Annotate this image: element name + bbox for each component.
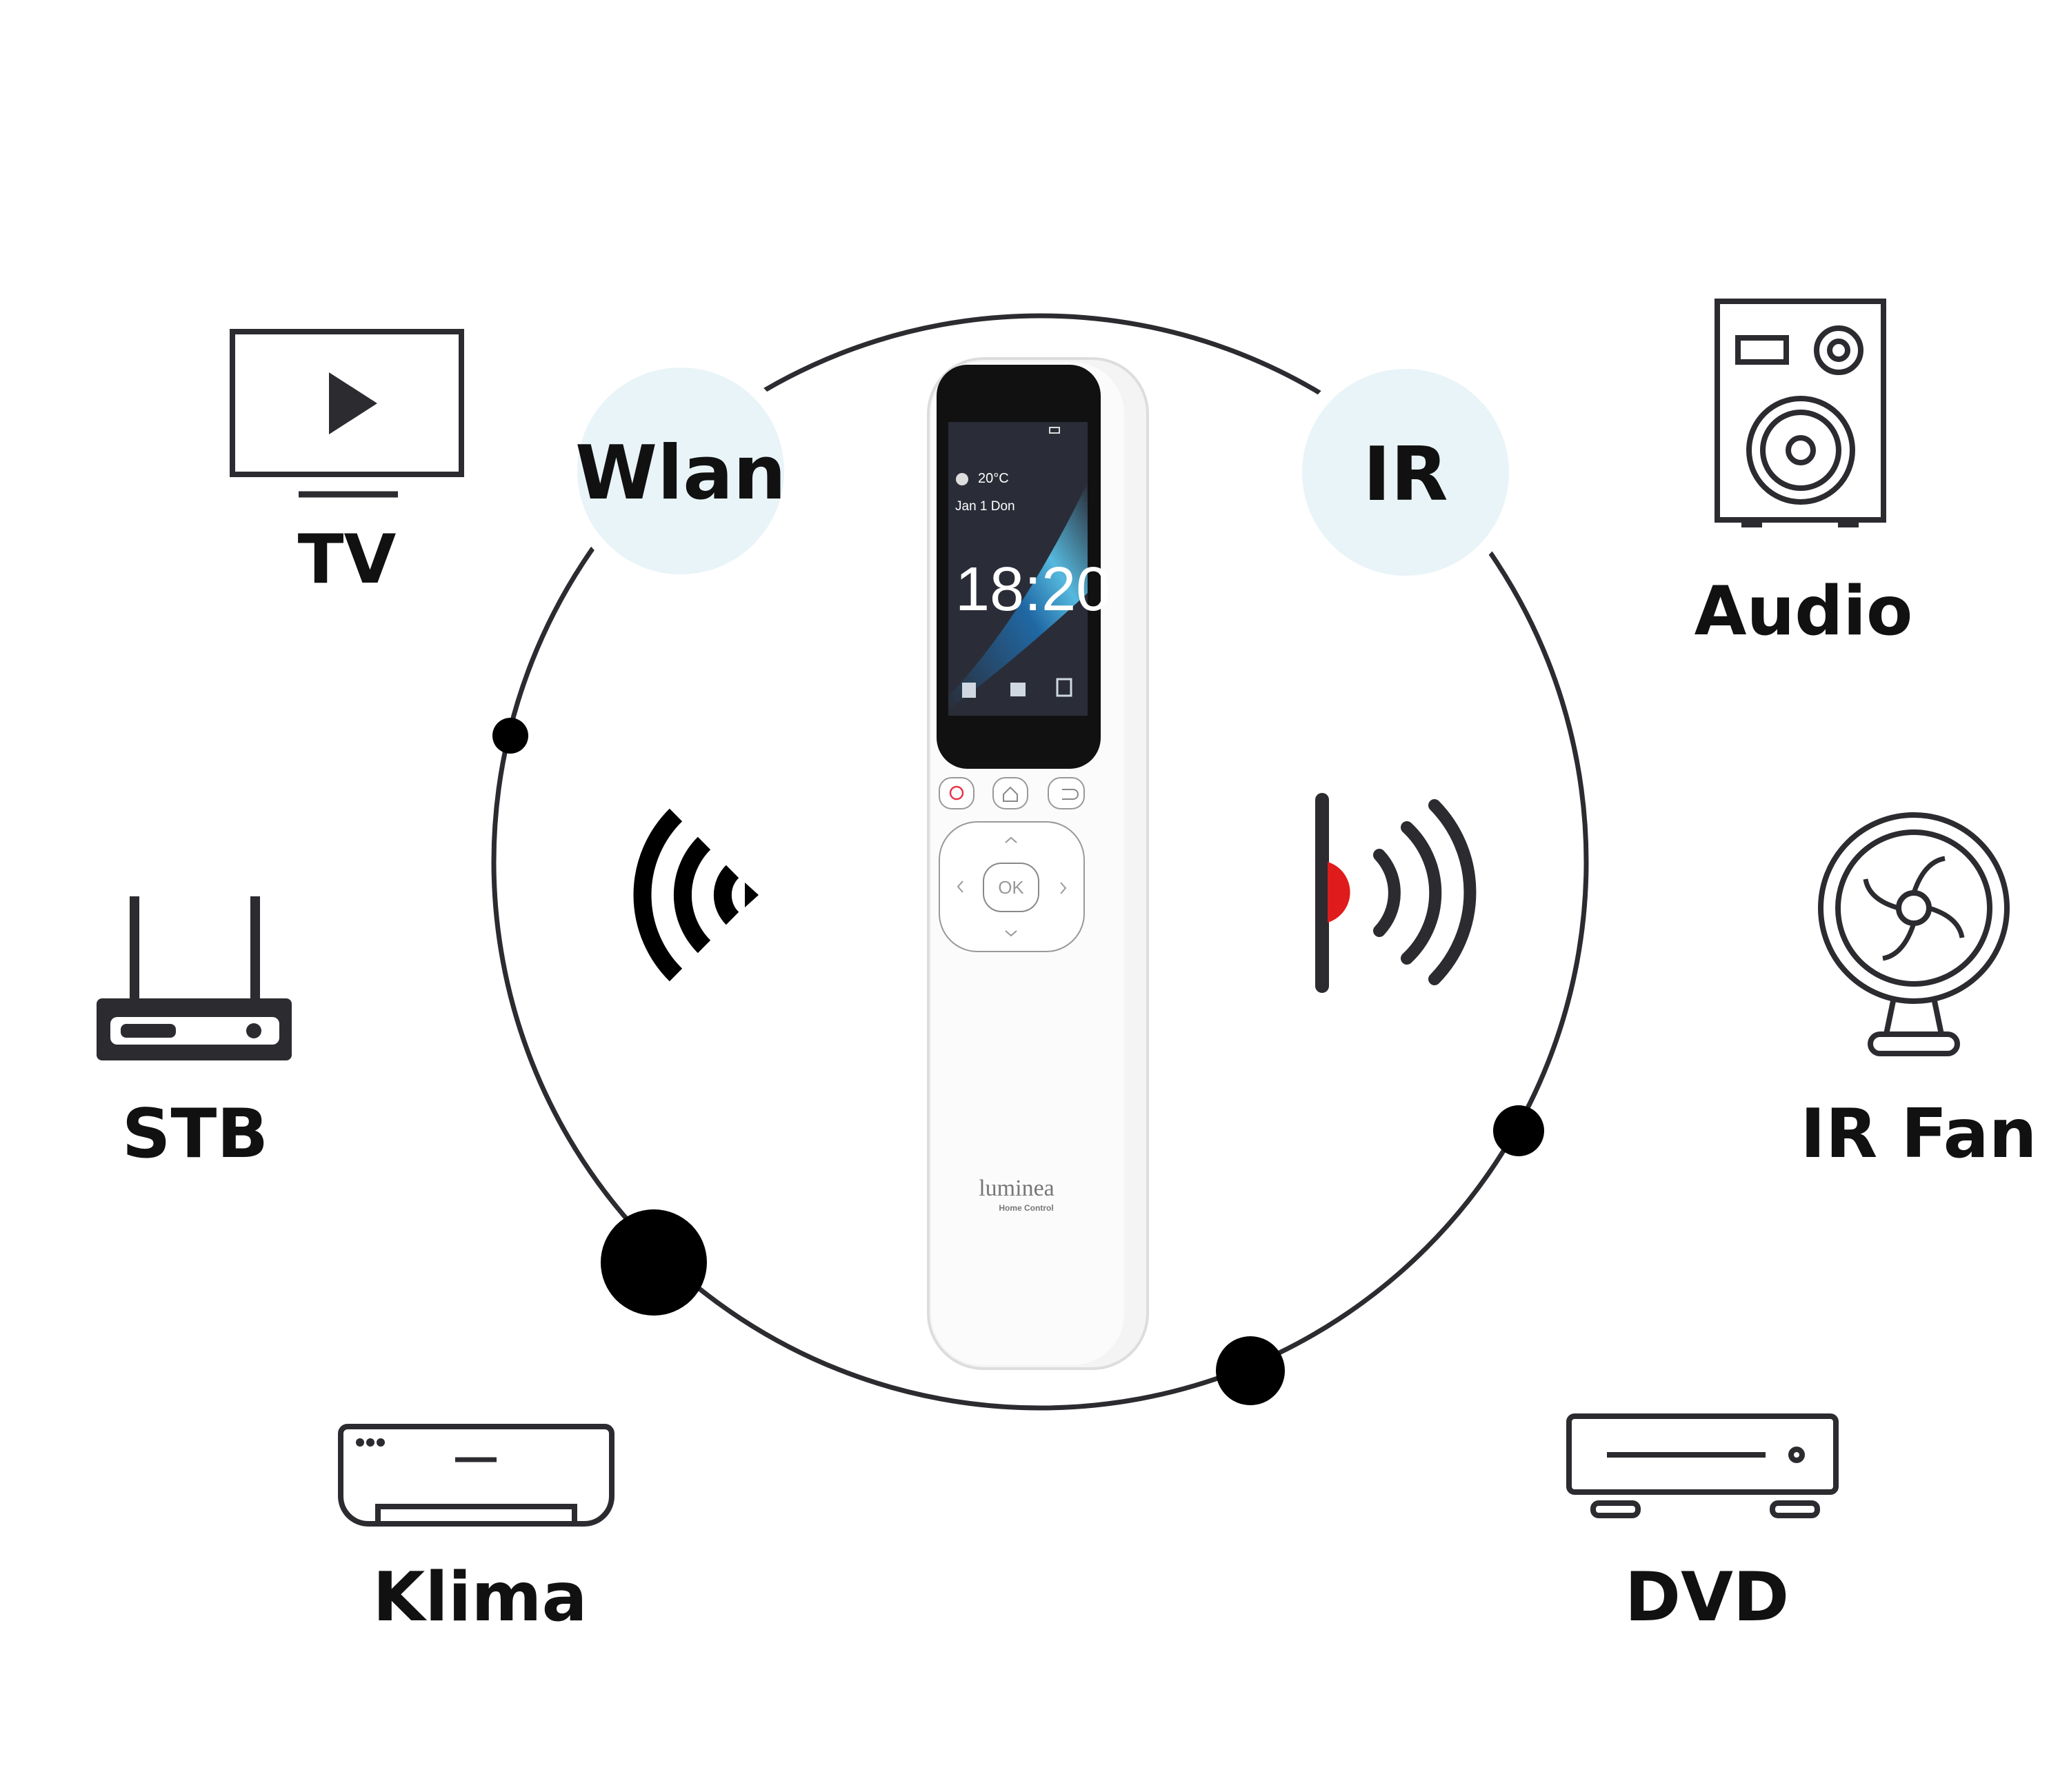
clock: 18:20 (955, 555, 1110, 624)
date: Jan 1 Don (955, 499, 1015, 514)
fan-label: IR Fan (1800, 1095, 2037, 1174)
back-icon (1062, 789, 1079, 800)
tv-label: TV (298, 521, 397, 599)
weather-icon (956, 473, 968, 485)
ir-emitter-icon (1315, 793, 1477, 993)
wifi-icon (633, 808, 759, 982)
remote-icon[interactable] (1056, 678, 1072, 697)
dvd-player-icon (1566, 1413, 1839, 1518)
stb-label: STB (122, 1095, 268, 1174)
connection-ring (491, 313, 1589, 1411)
speaker-icon (1715, 299, 1886, 527)
wlan-label: Wlan (575, 430, 786, 516)
right-arrow-icon[interactable] (1060, 882, 1067, 894)
ok-label: OK (998, 877, 1024, 898)
power-icon (949, 785, 964, 801)
battery-icon (1049, 427, 1060, 434)
remote-control: 20°C Jan 1 Don 18:20 OK luminea Home Con… (927, 357, 1149, 1370)
wlan-bubble: Wlan (563, 354, 798, 588)
air-conditioner-icon (338, 1424, 614, 1527)
ring-dot (1216, 1336, 1285, 1405)
brand-subtitle: Home Control (999, 1203, 1053, 1213)
tv-icon (230, 329, 464, 498)
ok-button[interactable] (983, 863, 1039, 912)
ir-label: IR (1363, 432, 1448, 518)
apps-icon[interactable] (962, 683, 976, 698)
fan-icon (1818, 812, 2010, 1056)
ring-dot (492, 718, 528, 754)
audio-label: Audio (1695, 572, 1913, 651)
down-arrow-icon[interactable] (1005, 930, 1017, 937)
router-icon (97, 896, 292, 1060)
ring-dot (601, 1209, 707, 1316)
ir-bubble: IR (1288, 355, 1523, 590)
temperature: 20°C (978, 471, 1009, 486)
up-arrow-icon[interactable] (1005, 836, 1017, 843)
devices-icon[interactable] (1010, 683, 1026, 696)
ring-dot (1493, 1105, 1544, 1156)
home-icon (1003, 786, 1018, 802)
klima-label: Klima (372, 1558, 587, 1637)
dvd-label: DVD (1625, 1558, 1790, 1637)
back-button[interactable] (1048, 777, 1085, 809)
home-button[interactable] (992, 777, 1028, 809)
left-arrow-icon[interactable] (957, 880, 963, 893)
brand-logo: luminea (979, 1176, 1055, 1201)
power-button[interactable] (939, 777, 974, 809)
